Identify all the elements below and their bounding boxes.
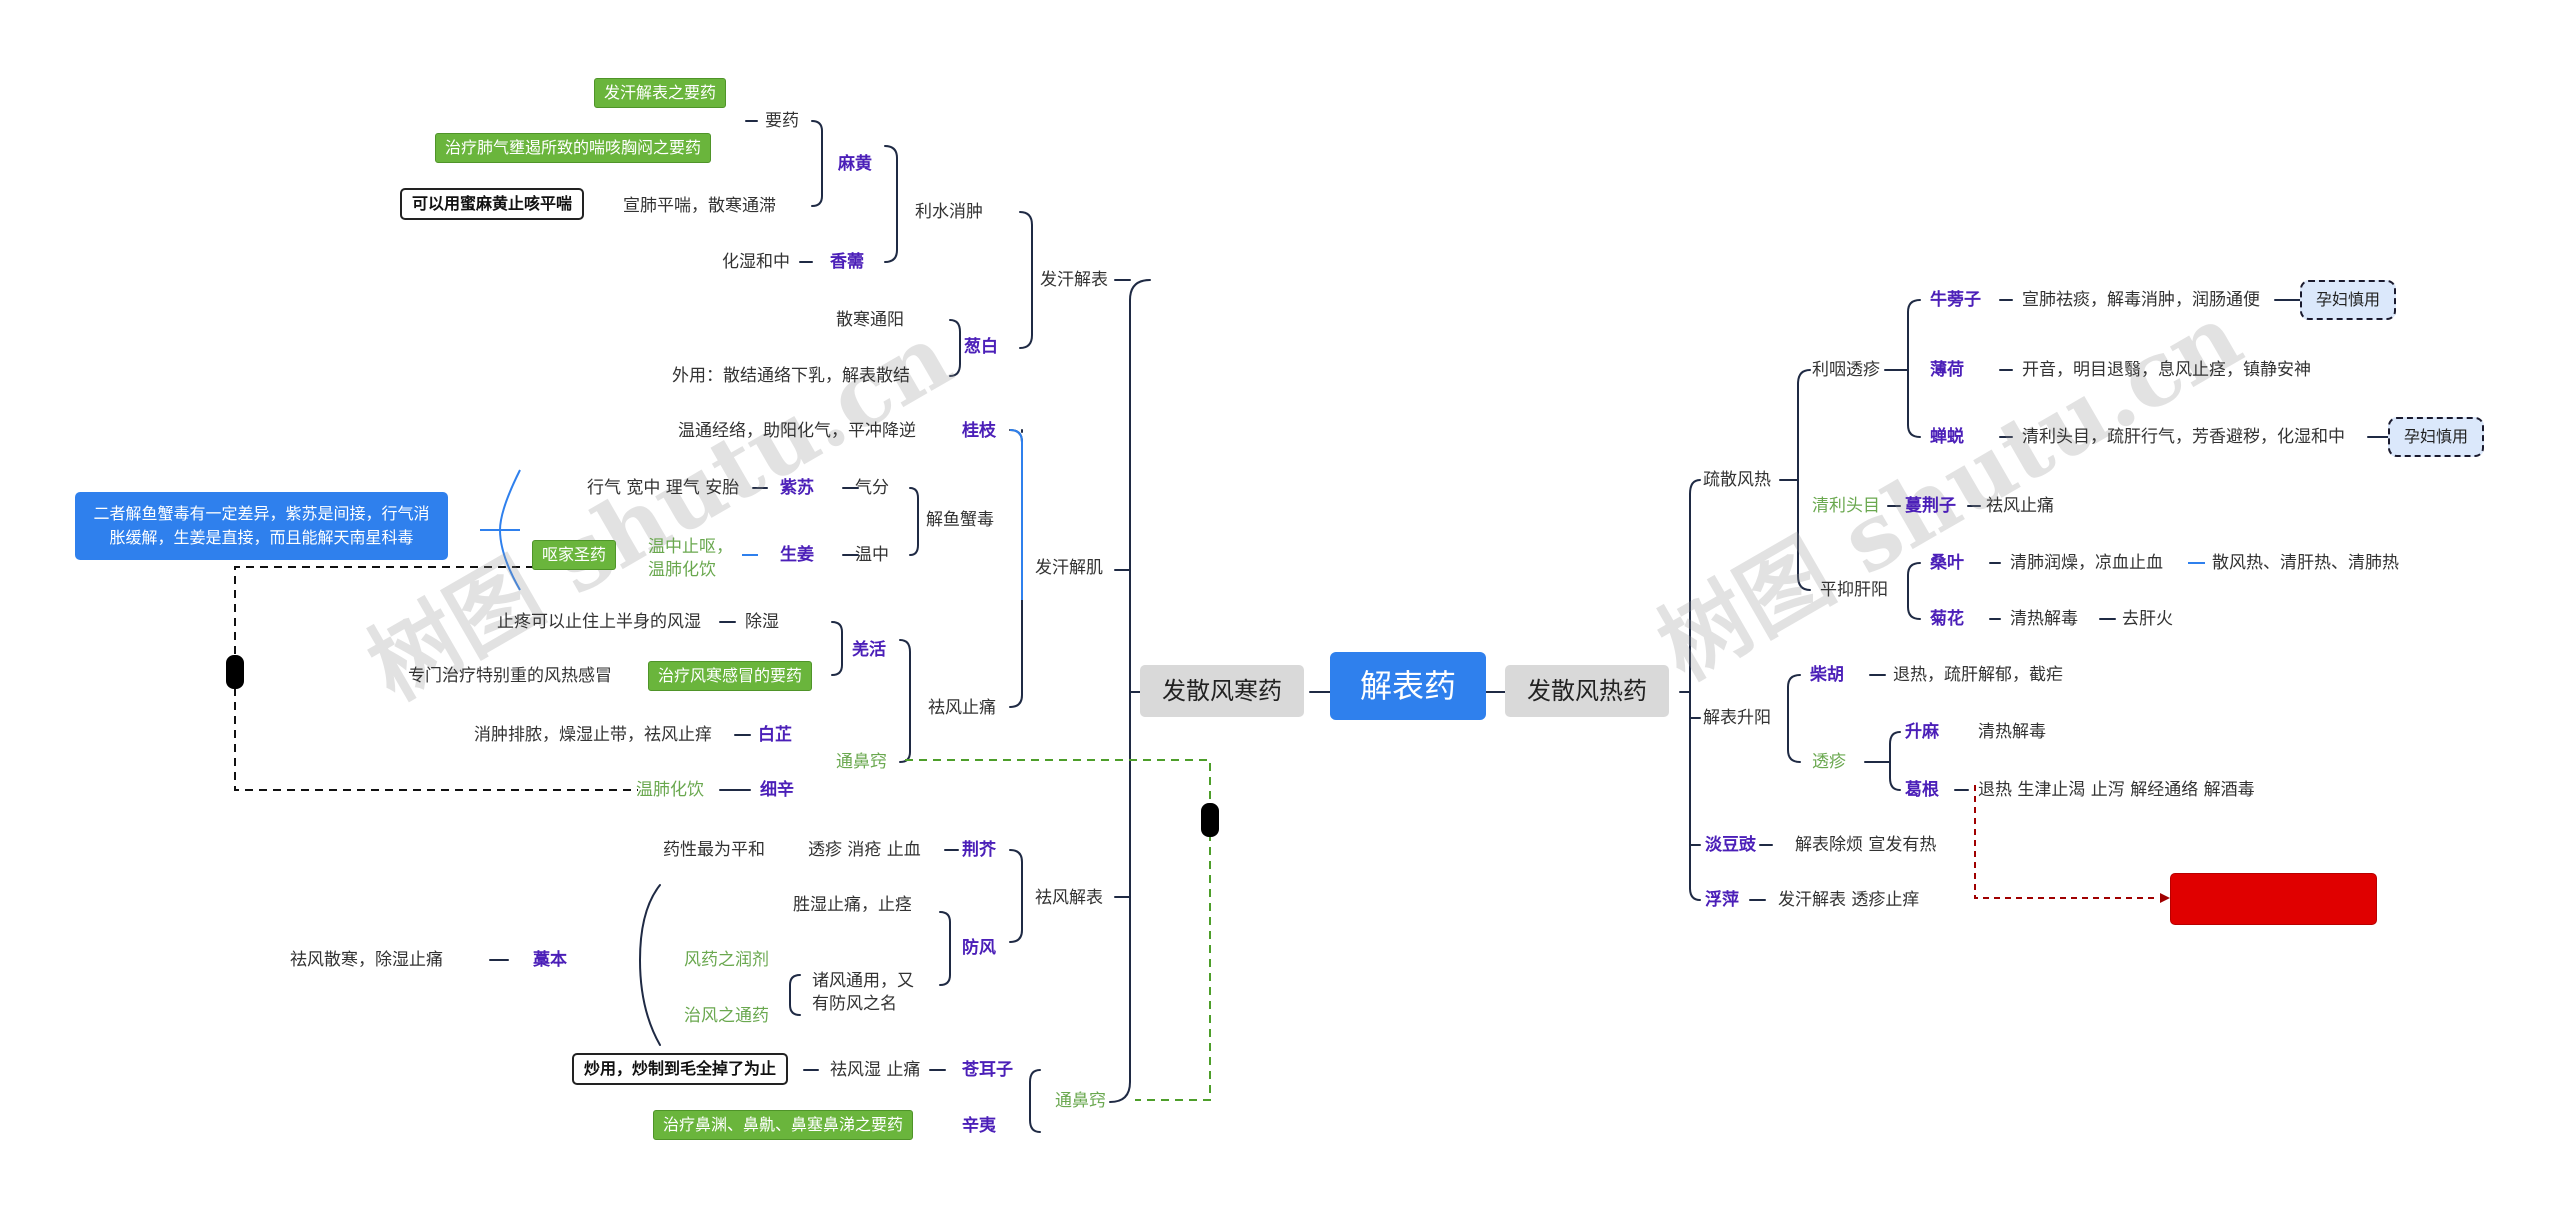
herb-jingjie[interactable]: 荆芥 (962, 840, 996, 860)
gaoben-effect: 祛风散寒，除湿止痛 (290, 950, 443, 970)
spine-left (1109, 279, 1151, 1103)
shengma-effect: 清热解毒 (1978, 722, 2046, 742)
fangfeng-green-1: 风药之润剂 (684, 950, 769, 970)
herb-juhua[interactable]: 菊花 (1930, 609, 1964, 629)
node-qingli-toumu[interactable]: 清利头目 (1812, 496, 1880, 516)
tag-xinyi: 治疗鼻渊、鼻鼽、鼻塞鼻涕之要药 (653, 1110, 914, 1140)
herb-qianghuo[interactable]: 羌活 (852, 640, 886, 660)
fuping-effect: 发汗解表 透疹止痒 (1778, 890, 1920, 910)
node-qufeng-zhitong[interactable]: 祛风止痛 (928, 698, 996, 718)
node-fahan-jiebiao[interactable]: 发汗解表 (1040, 270, 1108, 290)
mahuang-yaoyao: 要药 (765, 111, 799, 131)
xixin-effect: 温肺化饮 (636, 780, 704, 800)
root-node[interactable]: 解表药 (1330, 652, 1487, 720)
herb-zisu[interactable]: 紫苏 (780, 478, 814, 498)
fangfeng-effect-1: 胜湿止痛，止痉 (793, 895, 912, 915)
tag-mahuang-1: 发汗解表之要药 (594, 78, 727, 108)
note-mahuang: 可以用蜜麻黄止咳平喘 (400, 188, 585, 220)
node-pingyi-ganyang[interactable]: 平抑肝阳 (1820, 580, 1888, 600)
qianghuo-chushi: 除湿 (745, 612, 779, 632)
herb-manjingzi[interactable]: 蔓荆子 (1905, 496, 1956, 516)
branch-fasan-fengre[interactable]: 发散风热药 (1505, 665, 1669, 717)
fangfeng-green-2: 治风之通药 (684, 1006, 769, 1026)
dashed-link-handle[interactable] (226, 655, 244, 689)
niubangzi-effect: 宣肺祛痰，解毒消肿，润肠通便 (2022, 290, 2260, 310)
node-fahan-jieji[interactable]: 发汗解肌 (1035, 558, 1103, 578)
note-cangerzi: 炒用，炒制到毛全掉了为止 (572, 1053, 789, 1085)
tag-qianghuo: 治疗风寒感冒的要药 (648, 661, 813, 691)
herb-gegen[interactable]: 葛根 (1905, 780, 1939, 800)
mahuang-effect: 宣肺平喘，散寒通滞 (623, 196, 776, 216)
herb-congbai[interactable]: 葱白 (964, 337, 998, 357)
qianghuo-effect: 止疼可以止住上半身的风湿 (497, 612, 701, 632)
herb-dandouchi[interactable]: 淡豆豉 (1705, 835, 1756, 855)
node-touzhen[interactable]: 透疹 (1812, 752, 1846, 772)
manjingzi-effect: 祛风止痛 (1986, 496, 2054, 516)
tag-niubangzi-caution: 孕妇慎用 (2300, 280, 2397, 320)
herb-baizhi[interactable]: 白芷 (758, 725, 792, 745)
herb-shengma[interactable]: 升麻 (1905, 722, 1939, 742)
note-zisu-shengjiang: 二者解鱼蟹毒有一定差异，紫苏是间接，行气消胀缓解，生姜是直接，而且能解天南星科毒 (75, 492, 448, 560)
shengjiang-wenzhong: 温中 (855, 545, 889, 565)
herb-fuping[interactable]: 浮萍 (1705, 890, 1739, 910)
herb-guizhi[interactable]: 桂枝 (962, 421, 996, 441)
sangye-effect-2: 散风热、清肝热、清肺热 (2212, 553, 2399, 573)
herb-xinyi[interactable]: 辛夷 (962, 1116, 996, 1136)
tag-chantui-caution: 孕妇慎用 (2388, 417, 2485, 457)
node-tongbiqiao-1[interactable]: 通鼻窍 (836, 752, 887, 772)
dandouchi-effect: 解表除烦 宣发有热 (1795, 835, 1937, 855)
jingjie-effect-1: 药性最为平和 (663, 840, 765, 860)
herb-fangfeng[interactable]: 防风 (962, 938, 996, 958)
chantui-effect: 清利头目，疏肝行气，芳香避秽，化湿和中 (2022, 427, 2345, 447)
fangfeng-effect-2: 诸风通用，又 有防风之名 (812, 971, 914, 1014)
congbai-effect-2: 外用：散结通络下乳，解表散结 (672, 366, 910, 386)
herb-xixin[interactable]: 细辛 (760, 780, 794, 800)
red-note-box[interactable] (2170, 873, 2377, 925)
tag-shengjiang: 呕家圣药 (532, 540, 617, 570)
guizhi-effect: 温通经络，助阳化气，平冲降逆 (678, 421, 916, 441)
cangerzi-effect: 祛风湿 止痛 (830, 1060, 921, 1080)
node-jiebiao-shengyang[interactable]: 解表升阳 (1703, 708, 1771, 728)
juhua-effect-2: 去肝火 (2122, 609, 2173, 629)
baizhi-effect: 消肿排脓，燥湿止带，祛风止痒 (474, 725, 712, 745)
herb-mahuang[interactable]: 麻黄 (838, 154, 872, 174)
zisu-qifen: 气分 (855, 478, 889, 498)
gegen-effect: 退热 生津止渴 止泻 解经通络 解酒毒 (1978, 780, 2255, 800)
xiangru-effect: 化湿和中 (722, 252, 790, 272)
chaihu-effect: 退热，疏肝解郁，截疟 (1893, 665, 2063, 685)
qianghuo-note: 专门治疗特别重的风热感冒 (408, 666, 612, 686)
dashed-link-handle[interactable] (1201, 803, 1219, 837)
node-qufeng-jiebiao[interactable]: 祛风解表 (1035, 888, 1103, 908)
sangye-effect: 清肺润燥，凉血止血 (2010, 553, 2163, 573)
herb-shengjiang[interactable]: 生姜 (780, 545, 814, 565)
node-tongbiqiao-2[interactable]: 通鼻窍 (1055, 1091, 1106, 1111)
node-liyan-touzhen[interactable]: 利咽透疹 (1812, 360, 1880, 380)
shengjiang-effect: 温中止呕， 温肺化饮 (648, 537, 733, 580)
jingjie-effect-2: 透疹 消疮 止血 (808, 840, 921, 860)
herb-cangerzi[interactable]: 苍耳子 (962, 1060, 1013, 1080)
juhua-effect: 清热解毒 (2010, 609, 2078, 629)
bohe-effect: 开音，明目退翳，息风止痉，镇静安神 (2022, 360, 2311, 380)
herb-bohe[interactable]: 薄荷 (1930, 360, 1964, 380)
node-shusan-fengre[interactable]: 疏散风热 (1703, 470, 1771, 490)
herb-niubangzi[interactable]: 牛蒡子 (1930, 290, 1981, 310)
herb-gaoben[interactable]: 藁本 (533, 950, 567, 970)
congbai-effect-1: 散寒通阳 (836, 310, 904, 330)
branch-fasan-fenghan[interactable]: 发散风寒药 (1140, 665, 1304, 717)
node-lishui-xiaozhong[interactable]: 利水消肿 (915, 202, 983, 222)
herb-xiangru[interactable]: 香薷 (830, 252, 864, 272)
herb-sangye[interactable]: 桑叶 (1930, 553, 1964, 573)
herb-chaihu[interactable]: 柴胡 (1810, 665, 1844, 685)
dashed-link-gegen (1974, 785, 2155, 899)
tag-mahuang-2: 治疗肺气壅遏所致的喘咳胸闷之要药 (435, 133, 712, 163)
spine-right (1689, 479, 1701, 901)
node-jie-yuxie-du[interactable]: 解鱼蟹毒 (926, 510, 994, 530)
zisu-effect: 行气 宽中 理气 安胎 (587, 478, 740, 498)
herb-chantui[interactable]: 蝉蜕 (1930, 427, 1964, 447)
